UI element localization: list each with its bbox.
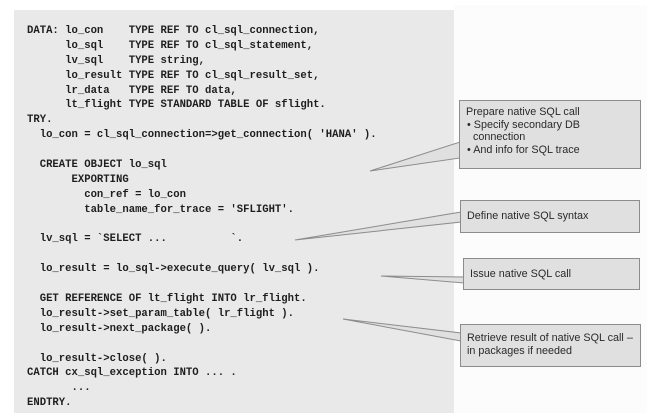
callout-retrieve-result: Retrieve result of native SQL call – in … [460,324,641,367]
callout-bullet: • Specify secondary DB connection [467,118,580,144]
code-line-23: lo_result->close( ). [27,352,167,365]
code-line-13: table_name_for_trace = 'SFLIGHT'. [27,203,295,216]
callout-title: Prepare native SQL call [466,106,580,118]
code-line-10: CREATE OBJECT lo_sql [27,159,167,172]
callout-define-sql-syntax: Define native SQL syntax [460,200,640,233]
code-line-12: con_ref = lo_con [27,188,186,201]
callout-pointer-issue [380,275,465,284]
callout-issue-sql-call: Issue native SQL call [463,258,640,290]
code-line-3: lv_sql TYPE string, [27,54,206,67]
callout-bullet: • And info for SQL trace [467,143,580,156]
callout-pointer-define [294,211,462,241]
code-line-4: lo_result TYPE REF TO cl_sql_result_set, [27,69,320,82]
callout-prepare-native-sql: Prepare native SQL call • Specify second… [459,100,641,169]
code-line-24: CATCH cx_sql_exception INTO ... . [27,367,237,380]
callout-bullet-text: And info for SQL trace [473,143,580,156]
callout-title: Retrieve result of native SQL call – in … [467,332,633,357]
code-line-20: lo_result->set_param_table( lr_flight ). [27,307,295,320]
code-line-26: ENDTRY. [27,397,72,410]
code-line-5: lr_data TYPE REF TO data, [27,84,237,97]
callout-title: Define native SQL syntax [467,210,589,222]
callout-title: Issue native SQL call [470,268,572,280]
code-line-19: GET REFERENCE OF lt_flight INTO lr_fligh… [27,293,307,306]
code-line-21: lo_result->next_package( ). [27,322,212,335]
callout-pointer-prepare [369,141,461,172]
callout-bullet-text: Specify secondary DB connection [473,118,580,144]
code-line-8: lo_con = cl_sql_connection=>get_connecti… [27,129,377,142]
code-line-15: lv_sql = `SELECT ... `. [27,233,244,246]
code-line-6: lt_flight TYPE STANDARD TABLE OF sflight… [27,99,326,112]
code-line-11: EXPORTING [27,173,129,186]
code-line-25: ... [27,382,91,395]
code-line-1: DATA: lo_con TYPE REF TO cl_sql_connecti… [27,25,320,37]
code-line-7: TRY. [27,114,53,127]
code-listing-panel: DATA: lo_con TYPE REF TO cl_sql_connecti… [14,10,454,413]
callout-pointer-retrieve [342,318,462,342]
code-line-17: lo_result = lo_sql->execute_query( lv_sq… [27,263,320,276]
code-line-2: lo_sql TYPE REF TO cl_sql_statement, [27,39,314,52]
abap-code-block: DATA: lo_con TYPE REF TO cl_sql_connecti… [27,24,377,411]
